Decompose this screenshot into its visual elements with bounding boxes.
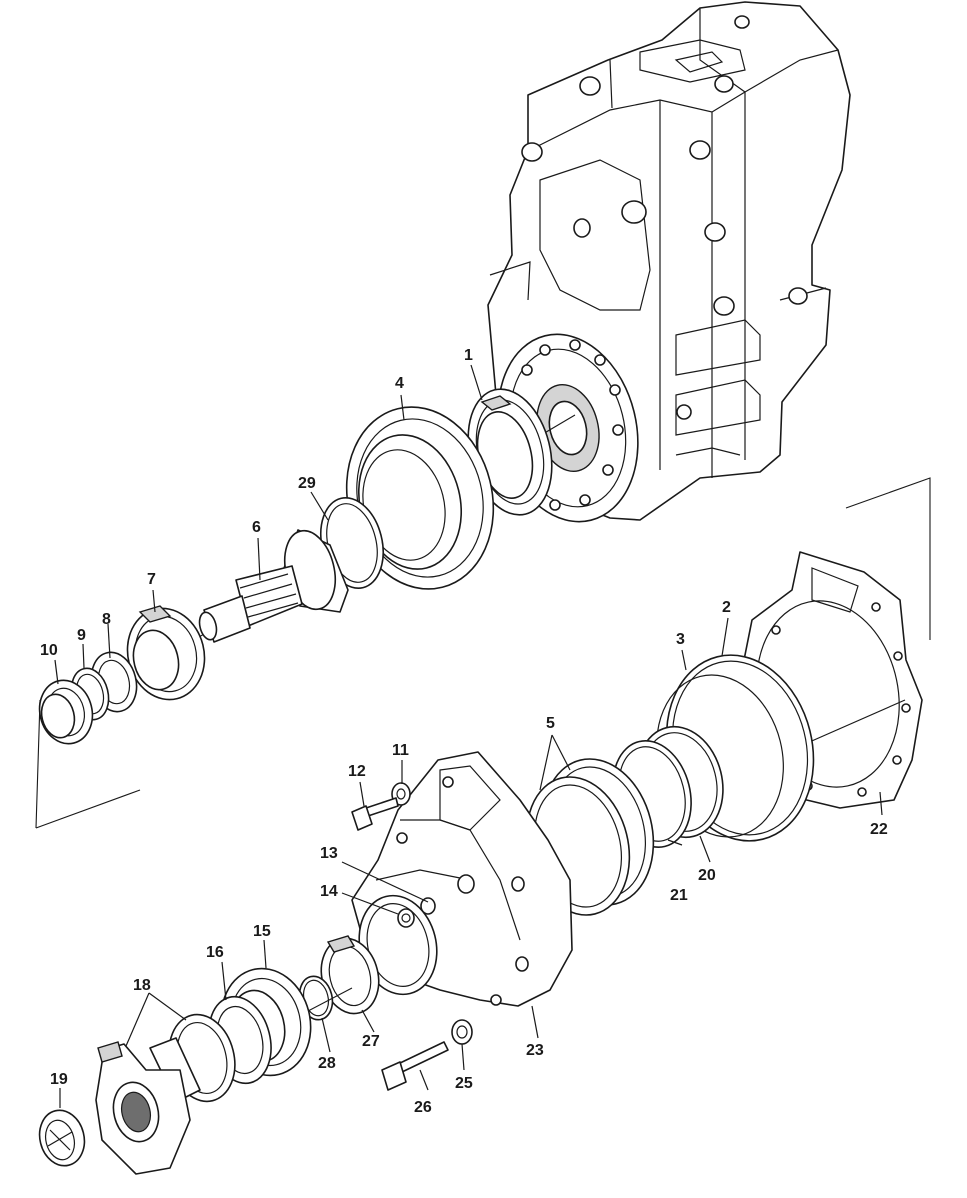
callout-6: 6 [252, 519, 261, 536]
callout-25: 25 [455, 1075, 473, 1092]
callout-21: 21 [670, 887, 688, 904]
part-18-yoke-flange [95, 1013, 236, 1175]
callout-29: 29 [298, 475, 316, 492]
callout-11: 11 [392, 742, 409, 759]
part-19-cap [38, 1109, 86, 1167]
callout-14: 14 [320, 883, 338, 900]
part-26-bolt [381, 1041, 449, 1091]
part-25-washer [451, 1019, 473, 1045]
part-13-plug [420, 897, 436, 915]
callout-28: 28 [318, 1055, 336, 1072]
callout-15: 15 [253, 923, 271, 940]
part-27-bearing [320, 935, 380, 1015]
callout-22: 22 [870, 821, 888, 838]
callout-7: 7 [147, 571, 156, 588]
part-12-bolt [351, 797, 399, 831]
callout-1: 1 [464, 347, 473, 364]
callout-4: 4 [395, 375, 404, 392]
upper-axis-drop [35, 699, 41, 829]
upper-axis-return [35, 789, 141, 829]
part-6-output-shaft [198, 529, 349, 643]
callout-26: 26 [414, 1099, 432, 1116]
callout-16: 16 [206, 944, 224, 961]
callout-5: 5 [546, 715, 555, 732]
part-10-sleeve [38, 679, 94, 745]
callout-labels: 1 2 3 4 5 6 7 8 9 10 11 12 13 14 15 16 1… [40, 347, 888, 1116]
callout-27: 27 [362, 1033, 380, 1050]
callout-23: 23 [526, 1042, 544, 1059]
callout-9: 9 [77, 627, 86, 644]
callout-10: 10 [40, 642, 58, 659]
callout-3: 3 [676, 631, 685, 648]
callout-13: 13 [320, 845, 338, 862]
part-14-plug [397, 908, 415, 928]
callout-18: 18 [133, 977, 151, 994]
callout-8: 8 [102, 611, 111, 628]
callout-12: 12 [348, 763, 366, 780]
right-frame-top [845, 477, 931, 640]
callout-2: 2 [722, 599, 731, 616]
callout-20: 20 [698, 867, 716, 884]
transmission-housing [487, 1, 851, 523]
callout-19: 19 [50, 1071, 68, 1088]
part-23-output-housing [351, 751, 573, 1007]
leader-lines [54, 364, 883, 1108]
part-7-bearing [126, 605, 206, 701]
